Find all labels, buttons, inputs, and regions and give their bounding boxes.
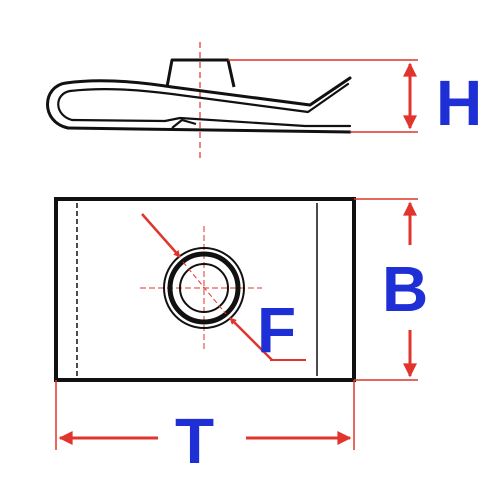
side-view-lower-plate-inner: [70, 116, 352, 128]
side-view: [46, 42, 352, 160]
hole-dimension-line-lower: [229, 317, 273, 361]
width-dimension: B: [354, 198, 428, 381]
hole-dimension: F: [141, 213, 306, 366]
side-view-upper-plate: [64, 76, 352, 107]
top-view: [54, 197, 356, 382]
width-label: B: [382, 253, 428, 325]
hole-outer-ring: [163, 247, 245, 329]
side-view-clip-bend-inner: [57, 89, 74, 122]
side-view-lower-tongue: [171, 118, 197, 129]
hole-label: F: [257, 294, 296, 366]
side-view-upper-plate-inner: [68, 82, 350, 114]
side-view-clip-bend: [46, 81, 70, 130]
side-view-lower-plate: [66, 126, 352, 134]
height-dimension: H: [228, 59, 482, 139]
side-view-boss: [165, 58, 236, 88]
top-view-outline: [54, 197, 356, 382]
hole-dimension-line-upper: [141, 213, 181, 258]
hole-inner-ring: [179, 263, 229, 313]
height-label: H: [436, 67, 482, 139]
hole-middle-ring: [167, 251, 241, 325]
length-label: T: [175, 405, 214, 477]
length-dimension: T: [55, 380, 355, 477]
hole-dimension-line-middle: [182, 261, 227, 315]
